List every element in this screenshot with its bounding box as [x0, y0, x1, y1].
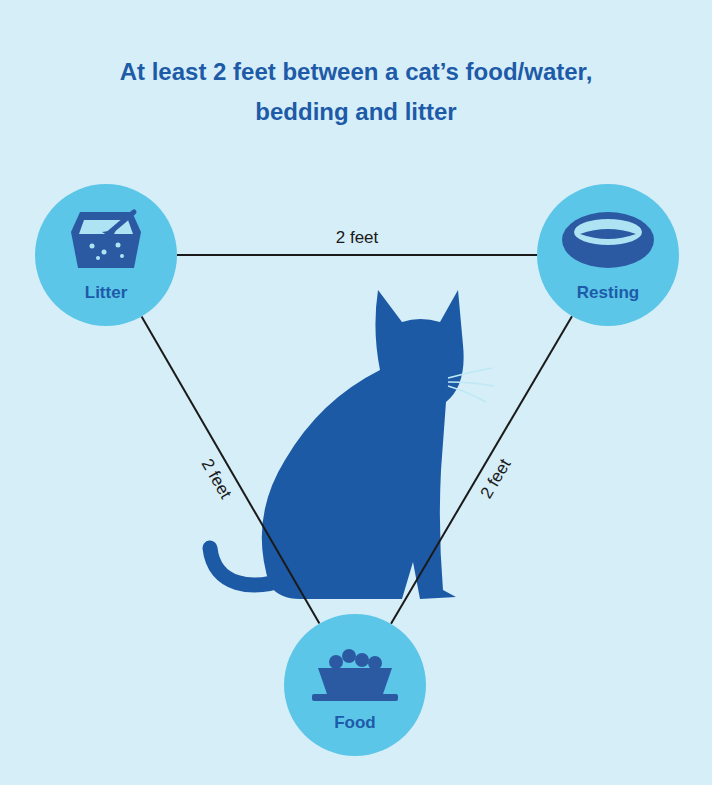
node-label: Resting [537, 283, 679, 303]
edge-label: 2 feet [196, 455, 235, 502]
resting-circle: Resting [537, 184, 679, 326]
diagram-title: At least 2 feet between a cat’s food/wat… [116, 52, 596, 132]
litter-box-icon [71, 212, 141, 268]
cat-tail [210, 548, 288, 585]
connector-line [142, 316, 320, 623]
food-bowl-icon [312, 649, 398, 701]
food-circle: Food [284, 614, 426, 756]
litter-circle: Litter [35, 184, 177, 326]
node-label: Litter [35, 283, 177, 303]
cat-bed-icon [562, 212, 654, 268]
connector-line [391, 316, 572, 624]
edge-label: 2 feet [336, 228, 379, 248]
node-label: Food [284, 713, 426, 733]
cat-whiskers [448, 368, 494, 402]
connector-line [177, 254, 537, 256]
edge-label: 2 feet [477, 455, 516, 502]
